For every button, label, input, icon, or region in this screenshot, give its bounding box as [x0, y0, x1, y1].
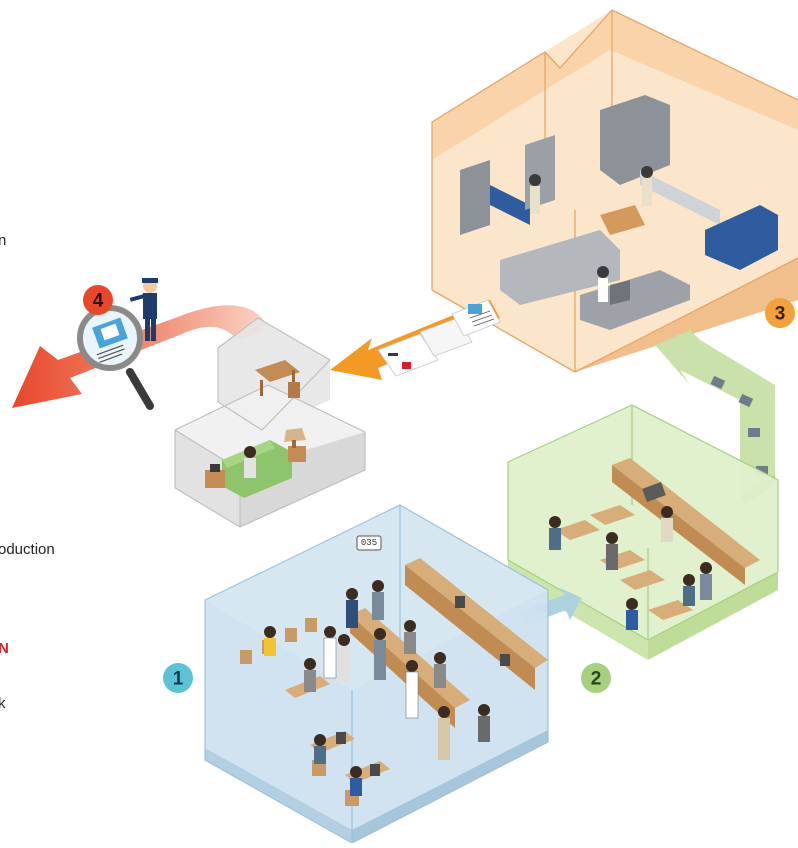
cut-text-fragment-c: N	[0, 640, 9, 657]
flow-arrow-home-to-4	[12, 305, 270, 408]
step-badge-4: 4	[83, 285, 113, 315]
step-badge-3: 3	[765, 298, 795, 328]
wall-clock	[356, 535, 382, 551]
cut-text-fragment-a: n	[0, 232, 7, 249]
wall-clock-readout: 035	[361, 538, 377, 548]
production-building	[431, 9, 798, 373]
step-number-1: 1	[173, 669, 184, 690]
flow-arrow-3-to-home	[330, 299, 501, 380]
cut-text-fragment-b: oduction	[0, 541, 55, 558]
processing-room	[507, 404, 779, 660]
step-number-3: 3	[775, 304, 786, 325]
step-badge-1: 1	[163, 663, 193, 693]
magnifying-glass-icon	[77, 305, 154, 410]
step-badge-2: 2	[581, 663, 611, 693]
reception-hall: 035	[204, 504, 549, 844]
inspector-figure	[129, 278, 158, 341]
cut-text-fragment-d: k	[0, 695, 6, 712]
home-house	[174, 317, 366, 528]
step-number-2: 2	[591, 669, 602, 690]
step-number-4: 4	[93, 291, 104, 312]
